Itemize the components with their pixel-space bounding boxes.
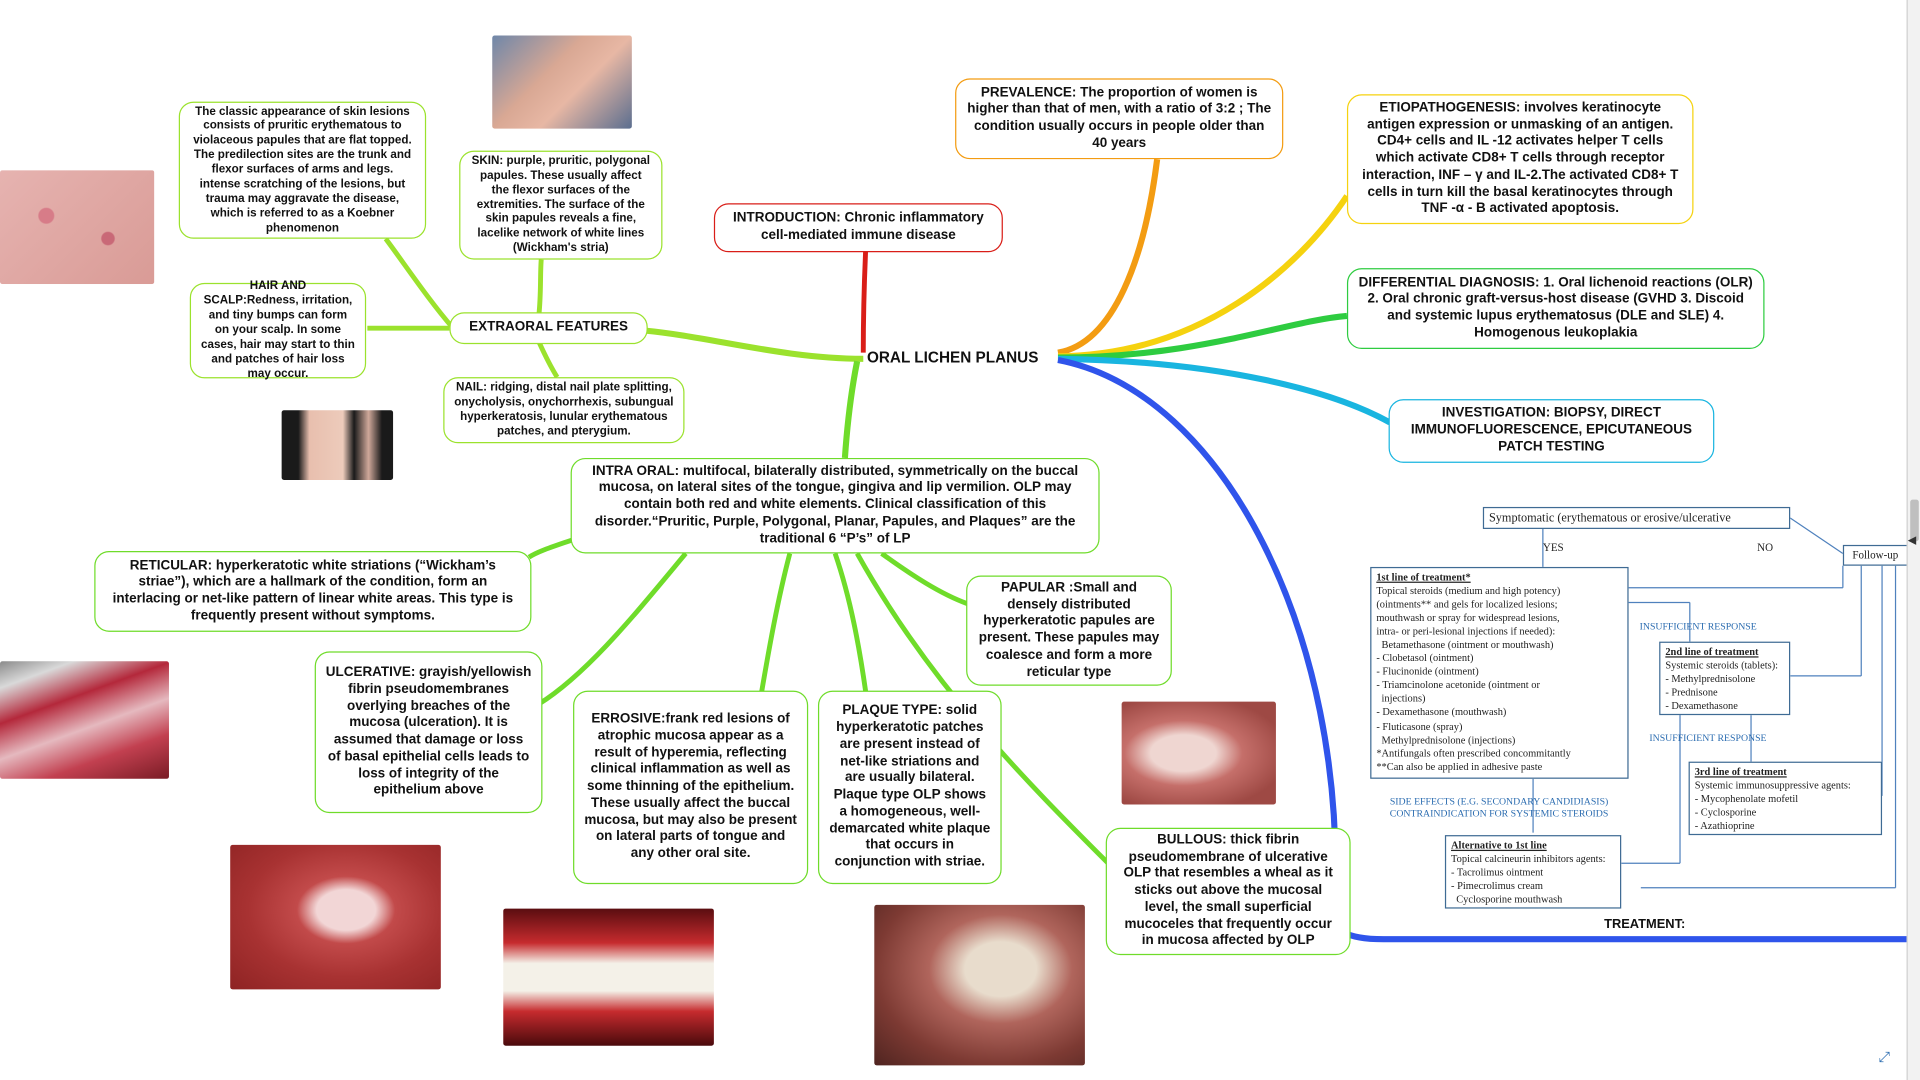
alternative-list: Topical calcineurin inhibitors agents:- … <box>1451 852 1615 906</box>
treatment-line: - Pimecrolimus cream <box>1451 879 1543 892</box>
link-investigation <box>1057 355 1392 426</box>
side-effects-label: SIDE EFFECTS (E.G. SECONDARY CANDIDIASIS… <box>1389 795 1609 819</box>
treatment-line: mouthwash or spray for widespread lesion… <box>1376 611 1560 624</box>
papular-node[interactable]: PAPULAR :Small and densely distributed h… <box>966 575 1172 686</box>
link-differential <box>1057 312 1348 361</box>
treatment-line: Systemic steroids (tablets): <box>1665 658 1779 672</box>
first-line-box: 1st line of treatment* Topical steroids … <box>1370 566 1629 779</box>
treatment-line: - Mycophenolate mofetil <box>1694 792 1799 805</box>
no-label: NO <box>1757 541 1774 554</box>
introduction-node[interactable]: INTRODUCTION: Chronic inflammatory cell-… <box>713 203 1003 253</box>
treatment-line: Topical steroids (medium and high potenc… <box>1376 584 1561 597</box>
link-classic <box>383 237 455 330</box>
treatment-line: - Methylprednisolone <box>1665 672 1756 685</box>
collapse-arrow-icon[interactable]: ◀ <box>1907 533 1917 547</box>
skin-hand-photo <box>492 35 632 129</box>
link-reticular <box>527 536 577 560</box>
treatment-line: - Triamcinolone acetonide (ointment or <box>1376 678 1540 692</box>
link-nail <box>536 340 560 379</box>
skin-node[interactable]: SKIN: purple, pruritic, polygonal papule… <box>459 150 663 260</box>
treatment-line: - Azathioprine <box>1694 819 1755 832</box>
treatment-line: - Fluticasone (spray) <box>1376 719 1463 732</box>
ulcerative-node[interactable]: ULCERATIVE: grayish/yellowish fibrin pse… <box>314 651 543 814</box>
treatment-line: - Flucinonide (ointment) <box>1376 665 1479 678</box>
link-plaque <box>832 552 869 693</box>
plaque-type-node[interactable]: PLAQUE TYPE: solid hyperkeratotic patche… <box>817 690 1002 885</box>
symptomatic-box: Symptomatic (erythematous or erosive/ulc… <box>1482 506 1791 529</box>
insufficient-response-1: INSUFFICIENT RESPONSE <box>1639 620 1757 632</box>
treatment-line: - Dexamethasone <box>1665 699 1738 712</box>
ulcerative-photo <box>230 844 441 990</box>
errosive-node[interactable]: ERROSIVE:frank red lesions of atrophic m… <box>573 690 809 885</box>
skin-arm-photo <box>0 170 155 285</box>
etiopathogenesis-node[interactable]: ETIOPATHOGENESIS: involves keratinocyte … <box>1346 94 1694 225</box>
treatment-line: Topical calcineurin inhibitors agents: <box>1451 852 1606 865</box>
nail-node[interactable]: NAIL: ridging, distal nail plate splitti… <box>443 377 685 444</box>
treatment-line: - Prednisone <box>1665 685 1718 699</box>
nail-photo <box>281 410 394 481</box>
intraoral-node[interactable]: INTRA ORAL: multifocal, bilaterally dist… <box>570 457 1100 554</box>
link-etiopathogenesis <box>1057 194 1350 360</box>
treatment-line: Methylprednisolone (injections) <box>1376 732 1516 746</box>
investigation-node[interactable]: INVESTIGATION: BIOPSY, DIRECT IMMUNOFLUO… <box>1388 399 1715 463</box>
central-topic[interactable]: ORAL LICHEN PLANUS <box>866 348 1039 367</box>
link-ulcerative <box>537 551 688 707</box>
treatment-line: Systemic immunosuppressive agents: <box>1694 778 1851 792</box>
treatment-flow-lines <box>1532 517 1897 889</box>
link-introduction <box>860 248 869 353</box>
errosive-photo <box>503 908 714 1046</box>
reticular-node[interactable]: RETICULAR: hyperkeratotic white striatio… <box>94 551 532 632</box>
followup-box: Follow-up <box>1842 544 1908 566</box>
prevalence-node[interactable]: PREVALENCE: The proportion of women is h… <box>955 78 1284 160</box>
second-line-list: Systemic steroids (tablets):- Methylpred… <box>1665 659 1784 713</box>
bullous-node[interactable]: BULLOUS: thick fibrin pseudomembrane of … <box>1105 827 1351 956</box>
extraoral-features-node[interactable]: EXTRAORAL FEATURES <box>449 312 648 345</box>
treatment-line: - Cyclosporine <box>1694 805 1757 819</box>
treatment-line: intra- or peri-lesional injections if ne… <box>1376 624 1556 637</box>
first-line-list: Topical steroids (medium and high potenc… <box>1376 584 1622 773</box>
reticular-photo <box>0 661 169 779</box>
plaque-photo <box>874 904 1085 1066</box>
link-errosive <box>759 552 793 693</box>
treatment-label[interactable]: TREATMENT: <box>1604 917 1686 932</box>
link-skin <box>536 259 544 317</box>
yes-label: YES <box>1542 541 1564 554</box>
link-prevalence <box>1057 158 1161 356</box>
second-line-box: 2nd line of treatment Systemic steroids … <box>1659 641 1791 716</box>
vertical-scrollbar[interactable] <box>1906 0 1920 1080</box>
scrollbar-thumb[interactable] <box>1910 499 1919 542</box>
differential-diagnosis-node[interactable]: DIFFERENTIAL DIAGNOSIS: 1. Oral lichenoi… <box>1346 268 1765 349</box>
treatment-line: *Antifungals often prescribed concommita… <box>1376 746 1571 759</box>
link-extraoral <box>645 327 864 362</box>
treatment-line: - Tacrolimus ointment <box>1451 865 1544 879</box>
alternative-box: Alternative to 1st line Topical calcineu… <box>1444 835 1622 909</box>
third-line-list: Systemic immunosuppressive agents:- Myco… <box>1695 779 1876 833</box>
papular-photo <box>1121 701 1276 805</box>
treatment-line: (ointments** and gels for localized lesi… <box>1376 597 1558 610</box>
link-intraoral <box>841 360 861 459</box>
classic-skin-node[interactable]: The classic appearance of skin lesions c… <box>178 101 427 239</box>
treatment-line: Cyclosporine mouthwash <box>1451 892 1563 906</box>
treatment-line: - Dexamethasone (mouthwash) <box>1376 705 1507 719</box>
treatment-line: injections) <box>1376 692 1426 705</box>
hair-scalp-node[interactable]: HAIR AND SCALP:Redness, irritation, and … <box>189 280 367 380</box>
treatment-line: - Clobetasol (ointment) <box>1376 651 1474 665</box>
link-papular <box>880 551 969 606</box>
third-line-box: 3rd line of treatment Systemic immunosup… <box>1688 761 1883 836</box>
treatment-line: Betamethasone (ointment or mouthwash) <box>1376 638 1554 651</box>
treatment-line: **Can also be applied in adhesive paste <box>1376 759 1543 773</box>
insufficient-response-2: INSUFFICIENT RESPONSE <box>1649 732 1767 744</box>
resize-icon[interactable]: ⤢ <box>1878 1048 1891 1066</box>
